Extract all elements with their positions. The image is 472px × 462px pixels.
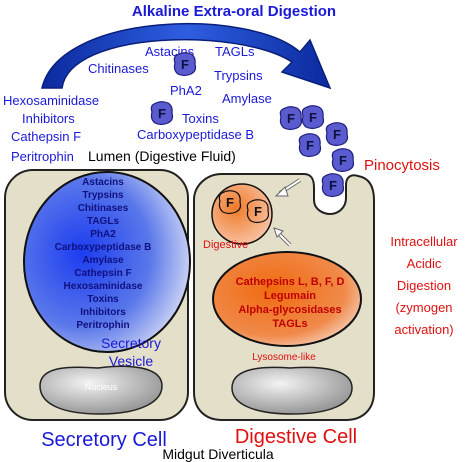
vesicle-enzyme: Chitinases <box>78 203 129 214</box>
svg-text:F: F <box>306 138 314 153</box>
f-blob-icon: F <box>150 101 174 126</box>
lysosome-enzyme: Alpha-glycosidases <box>238 304 341 316</box>
intracellular-label-line: Acidic <box>407 256 442 271</box>
vesicle-enzyme: TAGLs <box>87 216 119 227</box>
svg-text:F: F <box>158 106 166 121</box>
intracellular-label-line: Intracellular <box>390 234 458 249</box>
vesicle-enzyme: Carboxypeptidase B <box>55 242 152 253</box>
lysosome-label: Lysosome-like <box>252 352 316 363</box>
transport-arrow-lower <box>273 227 292 247</box>
lumen-enzyme: Chitinases <box>88 61 149 76</box>
diagram-title: Alkaline Extra-oral Digestion <box>132 3 336 20</box>
secretory-vesicle <box>23 171 191 353</box>
svg-text:F: F <box>339 153 347 168</box>
lumen-enzyme: PhA2 <box>170 83 202 98</box>
digestive-vesicle <box>211 183 273 245</box>
lumen-enzyme: Carboxypeptidase B <box>137 127 254 142</box>
lumen-label: Lumen (Digestive Fluid) <box>88 148 236 164</box>
vesicle-enzyme: Hexosaminidase <box>64 281 143 292</box>
lysosome-enzyme: TAGLs <box>272 318 307 330</box>
svg-text:F: F <box>181 57 189 72</box>
digestive-cell-label: Digestive Cell <box>235 426 357 448</box>
f-outline-icon: F <box>218 190 242 215</box>
f-blob-icon: F <box>301 105 325 130</box>
svg-text:F: F <box>287 111 295 126</box>
vesicle-enzyme: Peritrophin <box>76 320 129 331</box>
nucleus-label: Nucleus <box>85 382 118 392</box>
pinocytosis-label: Pinocytosis <box>364 157 440 174</box>
vesicle-enzyme: Astacins <box>82 177 124 188</box>
vesicle-enzyme-list: Astacins Trypsins Chitinases TAGLs PhA2 … <box>55 177 152 331</box>
svg-text:F: F <box>226 195 234 210</box>
vesicle-enzyme: Inhibitors <box>80 307 126 318</box>
f-blob-icon: F <box>173 52 197 77</box>
f-blob-icon: F <box>331 148 355 173</box>
vesicle-enzyme: Trypsins <box>82 190 124 201</box>
intracellular-label-line: (zymogen <box>395 300 452 315</box>
f-blob-icon: F <box>325 122 349 147</box>
lumen-enzyme: Toxins <box>182 111 219 126</box>
lumen-enzyme: Inhibitors <box>22 111 75 126</box>
enzyme-f-blobs: F F F F F F F F <box>150 52 355 198</box>
intracellular-label-line: Digestion <box>397 278 451 293</box>
secretory-vesicle-label: Secretory <box>101 335 161 351</box>
digestive-nucleus <box>231 366 353 415</box>
lumen-enzyme: Hexosaminidase <box>3 93 99 108</box>
extra-oral-arrow <box>41 22 332 90</box>
f-blob-icon: F <box>298 133 322 158</box>
f-blob-icon: F <box>279 106 303 131</box>
lumen-enzyme: Trypsins <box>214 68 263 83</box>
digestive-vesicle-label: Digestive <box>203 239 248 251</box>
lumen-enzyme: Peritrophin <box>11 149 74 164</box>
svg-text:F: F <box>254 204 262 219</box>
vesicle-enzyme: Cathepsin F <box>74 268 131 279</box>
vesicle-enzyme: Amylase <box>82 255 124 266</box>
lumen-enzyme-list: Astacins TAGLs Chitinases Trypsins PhA2 … <box>3 44 272 164</box>
f-outline-icon: F <box>246 199 270 224</box>
lumen-enzyme: Amylase <box>222 91 272 106</box>
lumen-enzyme: Cathepsin F <box>11 129 81 144</box>
svg-text:F: F <box>329 178 337 193</box>
transport-arrow-upper <box>274 178 302 197</box>
intracellular-label-line: activation) <box>394 322 453 337</box>
vesicle-enzyme: Toxins <box>87 294 119 305</box>
lysosome-vesicle <box>212 251 362 347</box>
lysosome-enzyme: Legumain <box>264 290 316 302</box>
lumen-enzyme: TAGLs <box>215 44 255 59</box>
lysosome-enzyme-list: Cathepsins L, B, F, D Legumain Alpha-gly… <box>236 276 345 330</box>
svg-text:F: F <box>333 127 341 142</box>
svg-text:F: F <box>309 110 317 125</box>
secretory-cell-label: Secretory Cell <box>41 429 167 451</box>
secretory-nucleus <box>39 365 163 415</box>
lysosome-enzyme: Cathepsins L, B, F, D <box>236 276 345 288</box>
f-blob-icon: F <box>321 173 345 198</box>
vesicle-enzyme: PhA2 <box>90 229 116 240</box>
intracellular-digestion-label: Intracellular Acidic Digestion (zymogen … <box>390 234 458 337</box>
midgut-label: Midgut Diverticula <box>162 446 273 462</box>
secretory-vesicle-label: Vesicle <box>109 353 154 369</box>
